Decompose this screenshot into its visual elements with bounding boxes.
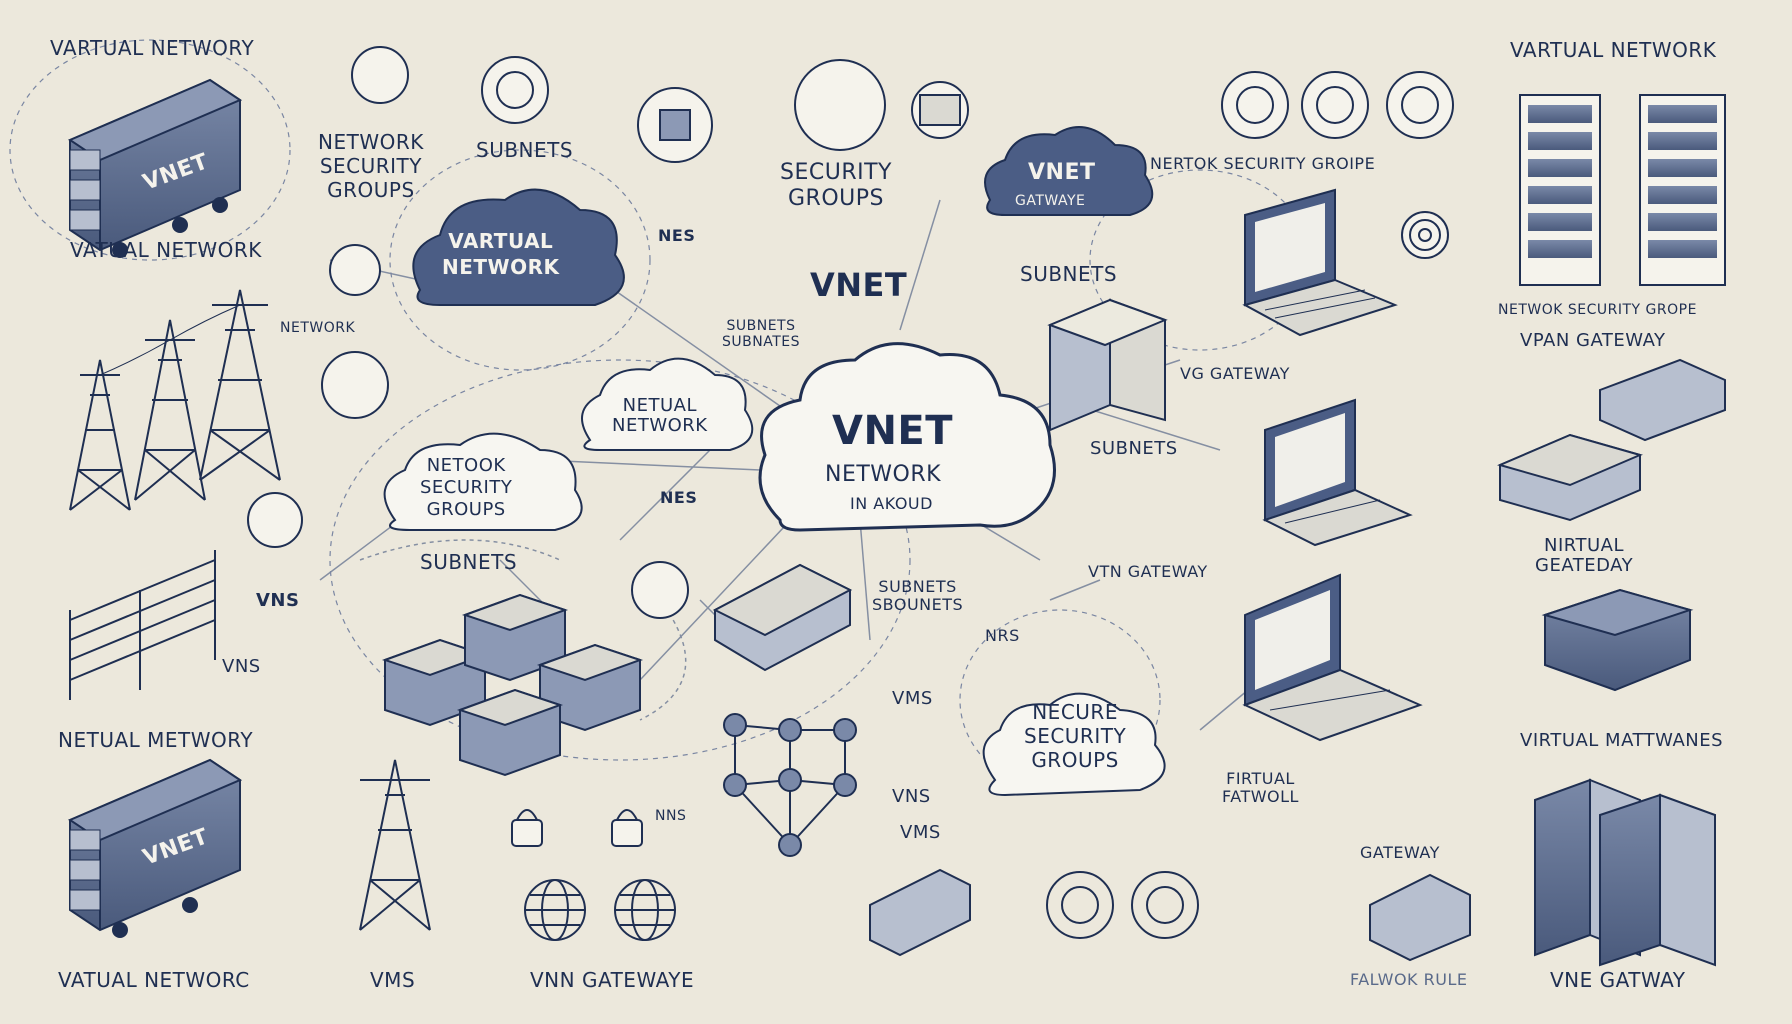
label-vms-center: VMS <box>892 688 933 709</box>
label-vnn-gatewaye: VNN GATEWAYE <box>530 968 695 992</box>
label-nns: NNS <box>655 808 687 824</box>
necure-security-cloud-label: NECURE SECURITY GROUPS <box>1024 700 1127 772</box>
label-subnets-top: SUBNETS <box>476 138 574 162</box>
label-firtual-fatwoll: FIRTUAL FATWOLL <box>1222 769 1299 806</box>
vnet-gateway-cloud-label: VNET <box>1028 160 1096 185</box>
vartual-network-cloud <box>412 188 625 306</box>
label-network-security-groups-top-left: NETWORK SECURITY GROUPS <box>318 130 424 202</box>
server-rack-bottom-right <box>1534 778 1716 967</box>
mesh-network-icon <box>723 713 857 857</box>
vnet-gateway-cloud <box>984 126 1154 216</box>
laptop-lower-right <box>1242 573 1423 742</box>
central-vnet-cloud <box>758 342 1056 532</box>
circle-icon-details <box>496 71 1439 141</box>
central-cloud-title: VNET <box>832 408 954 454</box>
vns-left-badge: VNS <box>222 656 261 677</box>
netual-network-cloud <box>581 357 754 451</box>
target-icons <box>1046 219 1441 939</box>
label-subnets-sbounets: SUBNETS SBOUNETS <box>872 577 964 614</box>
server-cubes-cluster <box>381 593 644 777</box>
central-cloud-subtitle: NETWORK <box>825 462 942 487</box>
label-vatual-networc: VATUAL NETWORC <box>58 968 250 992</box>
central-cloud-subtitle-2: IN AKOUD <box>850 494 933 513</box>
label-vns-center: VNS <box>892 786 931 807</box>
globe-icon-b <box>614 879 676 941</box>
netook-security-cloud-label: NETOOK SECURITY GROUPS <box>420 455 513 520</box>
circle-icons-left <box>247 244 689 619</box>
label-network-small: NETWORK <box>280 320 356 336</box>
label-nrs: NRS <box>985 626 1020 645</box>
router-box-center <box>712 563 853 672</box>
vnet-truck-top-left <box>67 78 243 258</box>
vartual-network-cloud-label: VARTUAL NETWORK <box>442 229 560 279</box>
label-gateway-right: GATEWAY <box>1360 843 1440 862</box>
vnet-gateway-cloud-sublabel: GATWAYE <box>1015 193 1086 209</box>
label-vms-bottom: VMS <box>370 968 416 992</box>
label-vatual-network-left: VATUAL NETWORK <box>70 238 262 262</box>
label-subnets-subnates: SUBNETS SUBNATES <box>722 318 800 350</box>
label-vpan-gateway: VPAN GATEWAY <box>1520 330 1666 351</box>
label-subnets-mid: SUBNETS <box>1020 262 1118 286</box>
necure-security-cloud <box>982 692 1166 797</box>
vnet-truck-bottom-left <box>67 758 243 938</box>
label-falwok-rule: FALWOK RULE <box>1350 970 1468 989</box>
transmission-tower-bottom <box>359 759 431 931</box>
label-vtn-gateway: VTN GATEWAY <box>1088 562 1208 581</box>
label-virtual-mattwanes: VIRTUAL MATTWANES <box>1520 730 1724 751</box>
label-nirtual-geatday: NIRTUAL GEATEDAY <box>1535 535 1634 576</box>
label-nertok-security: NERTOK SECURITY GROIPE <box>1150 154 1376 173</box>
label-vms: VMS <box>900 822 941 843</box>
router-bottom-center <box>869 868 971 957</box>
nes-badge-2: NES <box>660 488 698 507</box>
label-subnets-right: SUBNETS <box>1090 438 1178 459</box>
vnet-center-top-badge: VNET <box>810 266 908 304</box>
vns-left-circle-label: VNS <box>256 590 300 611</box>
label-vartual-network-top-right: VARTUAL NETWORK <box>1510 38 1717 62</box>
switch-right-top <box>1599 358 1726 442</box>
server-rack-top-right-b <box>1639 94 1726 286</box>
label-vartual-network-top-left: VARTUAL NETWORY <box>50 36 255 60</box>
lock-icons <box>511 809 643 847</box>
gateway-box-right <box>1369 873 1471 962</box>
server-cabinet-center <box>1047 298 1168 432</box>
fence-icon <box>69 550 216 700</box>
nes-badge: NES <box>658 226 696 245</box>
laptop-mid-right <box>1262 398 1413 547</box>
globe-icon-a <box>524 879 586 941</box>
label-security-groups-top: SECURITY GROUPS <box>780 160 892 211</box>
label-netwok-security-right: NETWOK SECURITY GROPE <box>1498 302 1697 318</box>
server-rack-top-right-a <box>1519 94 1601 286</box>
label-vne-gatway: VNE GATWAY <box>1550 968 1686 992</box>
laptop-top-right <box>1242 188 1398 337</box>
netual-network-cloud-label: NETUAL NETWORK <box>612 395 708 436</box>
switch-right <box>1497 433 1643 522</box>
transmission-towers <box>69 289 281 511</box>
label-netual-metwory: NETUAL METWORY <box>58 728 254 752</box>
storage-stack-right <box>1541 588 1694 692</box>
label-vg-gateway: VG GATEWAY <box>1180 364 1290 383</box>
netook-security-cloud <box>383 432 583 531</box>
label-subnets-left: SUBNETS <box>420 550 518 574</box>
